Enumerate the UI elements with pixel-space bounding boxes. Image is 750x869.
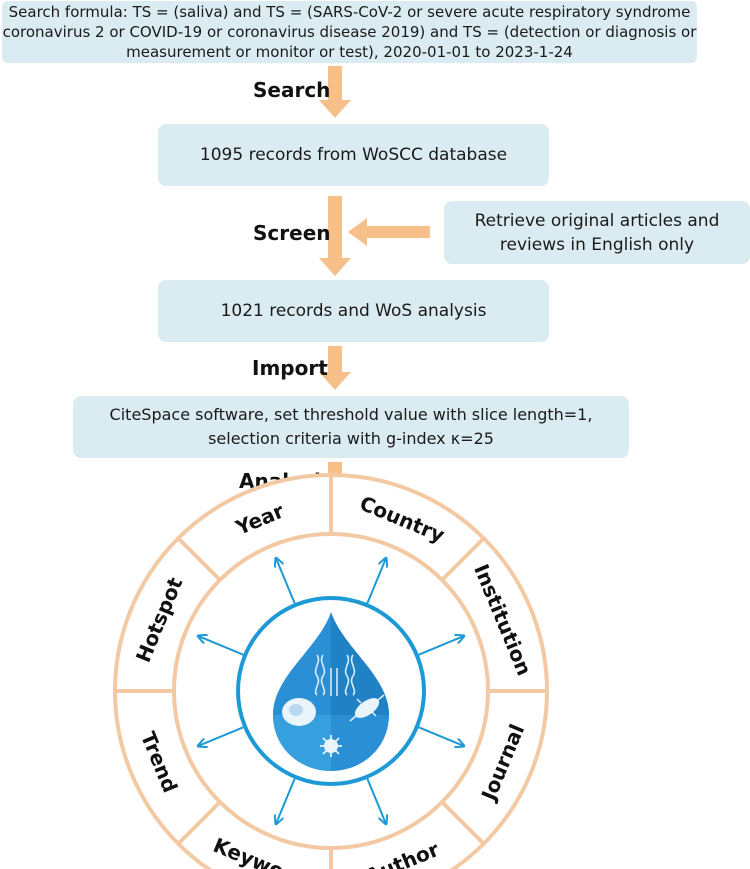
citespace-line-2: selection criteria with g-index κ=25: [208, 429, 494, 448]
records-woscc-box: 1095 records from WoSCC database: [158, 124, 549, 186]
wheel-ray-arrow: [418, 726, 463, 745]
virus-icon: [320, 735, 342, 757]
step-search: Search: [253, 78, 331, 102]
wheel-ray-arrow: [276, 559, 296, 604]
step-screen: Screen: [253, 221, 331, 245]
wheel-divider: [440, 536, 486, 582]
cell-icon: [282, 698, 316, 726]
saliva-drop-icon: [273, 612, 389, 771]
step-import: Import: [252, 356, 328, 380]
wheel-ray-arrow: [276, 778, 296, 823]
retrieve-line-1: Retrieve original articles and: [474, 210, 720, 231]
wheel-ray-arrow: [199, 726, 244, 745]
wheel-ray-arrow: [366, 559, 385, 604]
wheel-dividers: [115, 475, 547, 869]
wheel-divider: [176, 536, 222, 582]
retrieve-arrow: [348, 218, 430, 246]
search-formula-line-2: coronavirus 2 or COVID-19 or coronavirus…: [2, 23, 697, 41]
search-arrow: [319, 66, 351, 118]
wheel-divider: [176, 800, 222, 846]
records-wos-box: 1021 records and WoS analysis: [158, 280, 549, 342]
search-formula-line-3: measurement or monitor or test), 2020-01…: [126, 43, 573, 61]
wheel-ray-arrow: [366, 778, 385, 823]
dna-icon: [314, 654, 356, 696]
search-formula-line-1: Search formula: TS = (saliva) and TS = (…: [8, 3, 691, 21]
import-arrow: [319, 346, 351, 390]
bacterium-icon: [349, 694, 385, 722]
wheel-ray-arrow: [199, 636, 244, 656]
wheel-rays: [199, 559, 463, 823]
retrieve-box: Retrieve original articles and reviews i…: [444, 201, 750, 264]
citespace-box: CiteSpace software, set threshold value …: [73, 396, 629, 458]
retrieve-line-2: reviews in English only: [499, 234, 695, 255]
search-formula-box: Search formula: TS = (saliva) and TS = (…: [2, 1, 697, 63]
screen-arrow: [319, 196, 351, 276]
wheel-ray-arrow: [418, 636, 463, 656]
citespace-line-1: CiteSpace software, set threshold value …: [109, 405, 593, 424]
wheel-divider: [440, 800, 486, 846]
